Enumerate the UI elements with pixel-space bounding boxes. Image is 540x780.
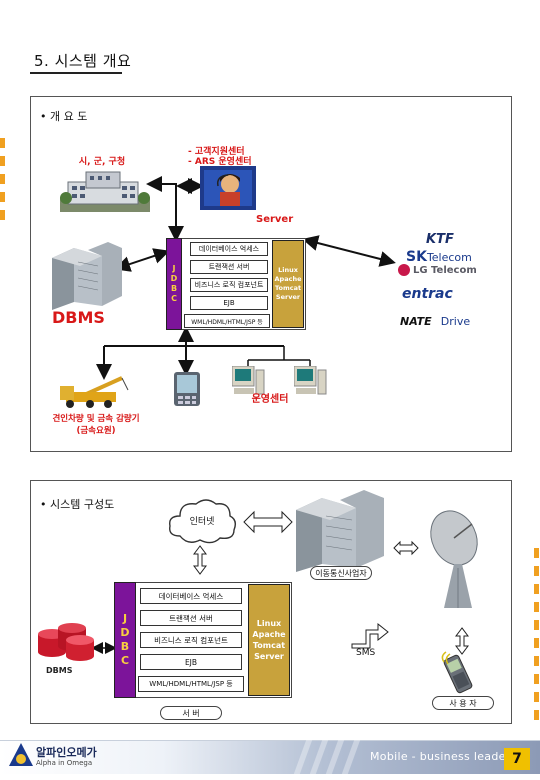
jdbc-letter: C	[171, 294, 177, 303]
jdbc-letter: B	[170, 284, 178, 293]
carrier-server-icon	[296, 490, 384, 572]
linux-line: Apache	[252, 630, 286, 639]
company-logo-icon	[9, 743, 33, 766]
operation-center-label: 운영센터	[251, 394, 289, 405]
nate-drive-logo: NATE Drive	[400, 310, 470, 329]
skt-logo: SKTelecom	[406, 246, 472, 265]
center-label-1: - 고객지원센터	[188, 147, 245, 157]
tow-truck-icon	[60, 376, 129, 408]
entrac-logo: entrac	[402, 286, 453, 302]
config-box-business-logic: 비즈니스 로직 컴포넌트	[140, 632, 242, 648]
linux-line: Server	[275, 293, 301, 301]
overview-linux-bar: Linux Apache Tomcat Server	[272, 240, 304, 328]
lgt-text: LG Telecom	[413, 264, 477, 276]
sms-label: SMS	[356, 648, 376, 658]
overview-jdbc-bar: J D B C	[166, 238, 182, 330]
linux-line: Apache	[274, 275, 302, 283]
operation-pc-icon	[294, 366, 327, 395]
linux-line: Tomcat	[274, 284, 302, 292]
operation-pc-icon	[232, 366, 265, 395]
skt-sk: SK	[406, 249, 427, 265]
config-bullet: • 시스템 구성도	[40, 498, 115, 511]
company-name-en: Alpha in Omega	[36, 759, 93, 767]
title-underline	[30, 72, 122, 74]
jdbc-letter: D	[120, 626, 130, 639]
dbms-server-icon	[52, 242, 122, 310]
config-box-db-access: 데이터베이스 억세스	[140, 588, 242, 604]
linux-line: Server	[254, 652, 284, 661]
config-box-markup: WML/HDML/HTML/JSP 등	[138, 676, 244, 692]
config-box-ejb: EJB	[140, 654, 242, 670]
pda-device-icon	[174, 372, 200, 406]
linux-line: Linux	[278, 266, 298, 274]
server-box-ejb: EJB	[190, 296, 268, 310]
jdbc-letter: J	[172, 264, 176, 273]
page-title: 5. 시스템 개요	[34, 52, 132, 70]
carrier-logos: KTF SKTelecom LG Telecom entrac NATE Dri…	[396, 232, 496, 332]
satellite-dish-icon	[430, 510, 478, 608]
jdbc-letter: D	[170, 274, 178, 283]
company-name-kr: 알파인오메가	[36, 746, 97, 759]
center-label-2: - ARS 운영센터	[188, 157, 252, 167]
footer-slogan: Mobile - business leader	[370, 750, 511, 763]
user-phone-icon	[441, 651, 473, 694]
linux-line: Linux	[256, 619, 282, 628]
overview-bullet: • 개 요 도	[40, 110, 88, 123]
server-label: Server	[256, 214, 294, 225]
config-connections	[91, 510, 469, 655]
vehicle-label-2: (금속요원)	[76, 426, 116, 436]
config-box-transaction: 트랜잭션 서버	[140, 610, 242, 626]
internet-cloud-icon	[169, 499, 237, 544]
lg-circle-icon	[398, 264, 410, 276]
vehicle-label-1: 견인차량 및 금속 감량기	[52, 414, 140, 424]
user-oval: 사 용 자	[432, 696, 494, 710]
server-box-db-access: 데이터베이스 억세스	[190, 242, 268, 256]
internet-label: 인터넷	[189, 517, 215, 527]
jdbc-letter: C	[120, 654, 130, 667]
dbms-cylinder-icon	[38, 623, 94, 661]
page-number: 7	[504, 748, 530, 770]
server-box-markup: WML/HDML/HTML/JSP 등	[184, 314, 270, 328]
city-hall-label: 시, 군, 구청	[78, 157, 126, 167]
server-box-business-logic: 비즈니스 로직 컴포넌트	[190, 278, 268, 292]
jdbc-letter: B	[120, 640, 130, 653]
server-box-transaction: 트랜잭션 서버	[190, 260, 268, 274]
skt-telecom: Telecom	[426, 251, 472, 264]
server-oval: 서 버	[160, 706, 222, 720]
carrier-oval: 이동통신사업자	[310, 566, 372, 580]
linux-line: Tomcat	[252, 641, 286, 650]
config-linux-bar: Linux Apache Tomcat Server	[248, 584, 290, 696]
config-dbms-label: DBMS	[46, 666, 73, 675]
call-center-operator-icon	[200, 166, 256, 210]
drive-text: Drive	[440, 315, 471, 328]
footer-bar	[0, 740, 540, 774]
config-jdbc-bar: J D B C	[114, 582, 136, 698]
jdbc-letter: J	[122, 612, 128, 625]
nate-text: NATE	[400, 315, 432, 328]
lgt-logo: LG Telecom	[398, 264, 477, 276]
ktf-logo: KTF	[426, 232, 454, 247]
city-hall-building-icon	[60, 171, 150, 212]
dbms-label: DBMS	[52, 308, 105, 327]
